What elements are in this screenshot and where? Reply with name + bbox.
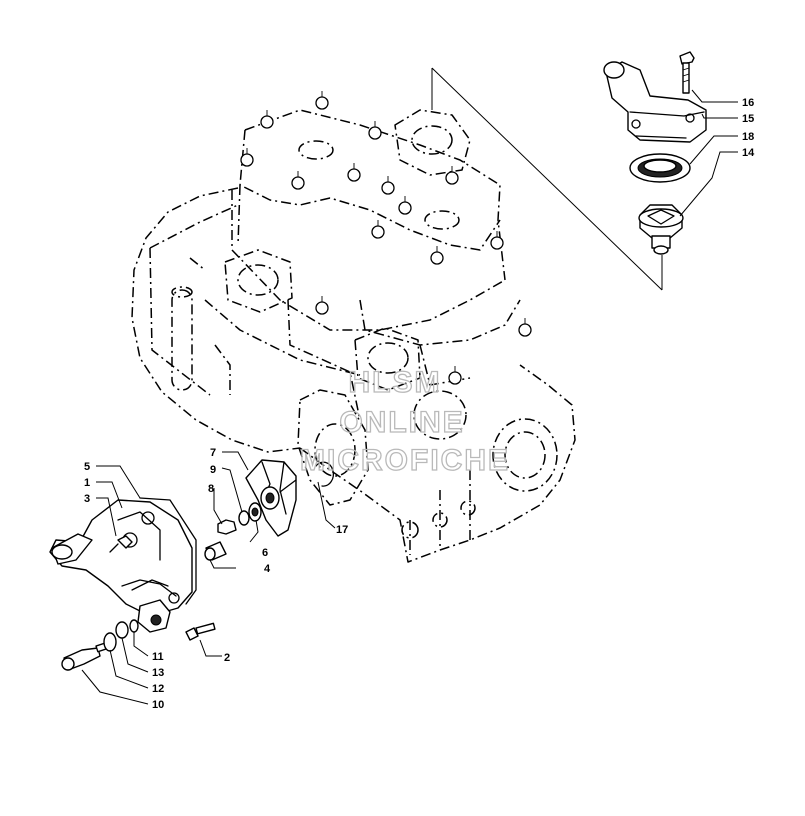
washer-13	[115, 621, 129, 639]
callout-14: 14	[742, 147, 755, 159]
callout-6: 6	[262, 547, 268, 559]
watermark: HLSM ONLINE MICROFICHE	[299, 365, 510, 477]
leader-lines	[81, 89, 738, 705]
cover-bolt-lower	[185, 622, 216, 641]
circlip	[315, 461, 334, 487]
washer-12	[103, 632, 117, 652]
water-pump-group	[49, 459, 334, 671]
thermostat	[638, 204, 684, 255]
callout-3: 3	[84, 493, 90, 505]
impeller-bolt	[217, 519, 237, 535]
thermostat-housing-bolt	[679, 51, 695, 94]
callout-18: 18	[742, 131, 754, 143]
thermostat-group	[431, 51, 707, 291]
washer-11	[129, 619, 139, 633]
watermark-line-1: HLSM	[349, 366, 442, 399]
callout-15: 15	[742, 113, 754, 125]
water-pump-cover	[49, 499, 193, 633]
watermark-line-2: ONLINE	[339, 406, 464, 439]
callout-17: 17	[336, 524, 348, 536]
impeller	[245, 459, 297, 537]
head-bolts	[240, 91, 532, 385]
callout-8: 8	[208, 483, 214, 495]
callout-4: 4	[264, 563, 271, 575]
temperature-sensor	[61, 641, 110, 671]
callout-11: 11	[152, 651, 164, 663]
cover-bolt-upper	[109, 535, 133, 553]
thermostat-seal	[629, 153, 691, 183]
engine-block-outline	[131, 109, 576, 563]
callout-13: 13	[152, 667, 164, 679]
callout-16: 16	[742, 97, 754, 109]
callout-10: 10	[152, 699, 164, 711]
callout-12: 12	[152, 683, 164, 695]
callout-5: 5	[84, 461, 90, 473]
callout-2: 2	[224, 652, 230, 664]
callout-9: 9	[210, 464, 216, 476]
watermark-line-3: MICROFICHE	[300, 444, 510, 477]
thermostat-housing	[603, 61, 707, 143]
pump-o-ring	[139, 497, 197, 605]
callout-7: 7	[210, 447, 216, 459]
callout-labels: 5 1 3 7 9 8 6 4 2 11 13 12 10 17 16 15 1…	[84, 97, 755, 711]
callout-1: 1	[84, 477, 90, 489]
impeller-nut	[238, 510, 250, 526]
reference-line-upper	[431, 67, 663, 291]
shaft-spacer	[204, 541, 227, 561]
